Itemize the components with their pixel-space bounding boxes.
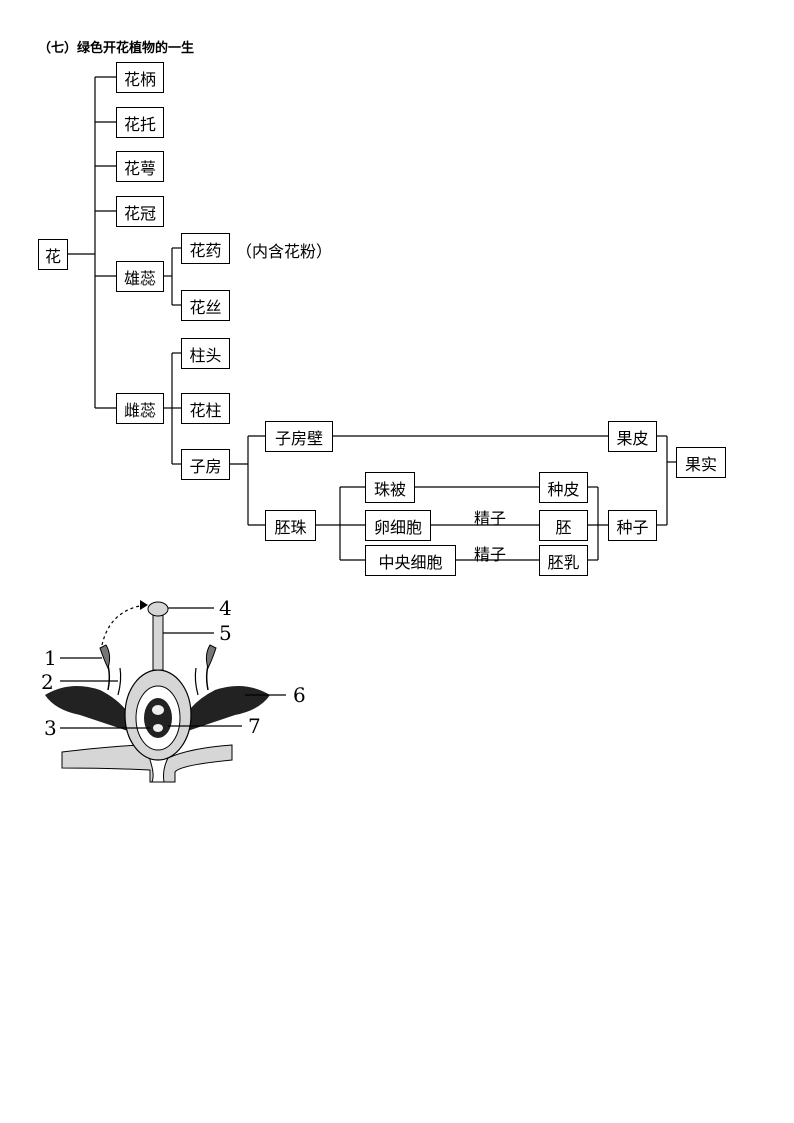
section-title: （七）绿色开花植物的一生 bbox=[38, 41, 195, 56]
node-hua: 花 bbox=[38, 239, 68, 270]
node-pei: 胚 bbox=[539, 510, 588, 541]
label-jingzi-2: 精子 bbox=[474, 545, 507, 564]
node-cirui: 雌蕊 bbox=[116, 393, 164, 424]
figure-label-3: 3 bbox=[44, 716, 57, 740]
node-peizhu: 胚珠 bbox=[265, 510, 316, 541]
node-luanxibao: 卵细胞 bbox=[365, 510, 431, 541]
node-xiongrui: 雄蕊 bbox=[116, 261, 164, 292]
figure-label-7: 7 bbox=[248, 714, 261, 738]
node-huayao-note: （内含花粉） bbox=[236, 242, 333, 261]
figure-label-4: 4 bbox=[219, 596, 232, 620]
node-guoshi: 果实 bbox=[676, 447, 726, 478]
node-huabing: 花柄 bbox=[116, 62, 164, 93]
node-zhongzi: 种子 bbox=[608, 510, 657, 541]
figure-label-6: 6 bbox=[293, 683, 306, 707]
node-zifang: 子房 bbox=[181, 449, 230, 480]
node-huaguan: 花冠 bbox=[116, 196, 164, 227]
node-guopi: 果皮 bbox=[608, 421, 657, 452]
figure-label-2: 2 bbox=[41, 670, 54, 694]
node-huazhu: 花柱 bbox=[181, 393, 230, 424]
figure-label-5: 5 bbox=[219, 621, 232, 645]
node-zhongpi: 种皮 bbox=[539, 472, 588, 503]
node-huatuo: 花托 bbox=[116, 107, 164, 138]
node-peiru: 胚乳 bbox=[539, 545, 588, 576]
node-zifangbi: 子房壁 bbox=[265, 421, 333, 452]
node-zhubei: 珠被 bbox=[365, 472, 415, 503]
node-huae: 花萼 bbox=[116, 151, 164, 182]
node-huayao: 花药 bbox=[181, 233, 230, 264]
figure-label-1: 1 bbox=[44, 646, 57, 670]
node-zhutou: 柱头 bbox=[181, 338, 230, 369]
node-huasi: 花丝 bbox=[181, 290, 230, 321]
label-jingzi-1: 精子 bbox=[474, 509, 507, 528]
node-zhongyangxibao: 中央细胞 bbox=[365, 545, 456, 576]
